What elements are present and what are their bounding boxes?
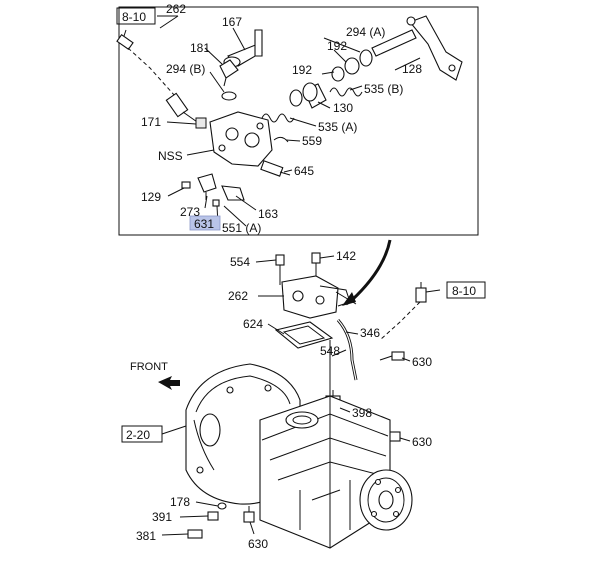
cable-346 — [336, 319, 358, 381]
lever-167 — [223, 29, 263, 68]
bolt-630-a — [379, 351, 405, 361]
lever-181 — [219, 59, 239, 87]
pin-129 — [181, 181, 191, 189]
label-nss[interactable]: NSS — [158, 149, 183, 163]
label-front: FRONT — [130, 361, 168, 373]
front-arrow-icon — [158, 376, 180, 390]
leader-lines-lower — [161, 255, 441, 536]
label-167[interactable]: 167 — [222, 15, 242, 29]
label-181[interactable]: 181 — [190, 41, 210, 55]
label-559[interactable]: 559 — [302, 134, 322, 148]
highlight-631 — [189, 215, 221, 231]
label-381[interactable]: 381 — [136, 529, 156, 543]
clip-559 — [273, 136, 289, 143]
label-535a[interactable]: 535 (A) — [318, 120, 357, 134]
cable-346-inner — [337, 319, 357, 381]
label-554[interactable]: 554 — [230, 255, 250, 269]
bolt-630-c — [243, 506, 255, 523]
detail-inset-frame — [118, 6, 479, 236]
label-171[interactable]: 171 — [141, 115, 161, 129]
gasket-inner — [282, 325, 326, 345]
gasket-624 — [274, 321, 334, 349]
label-ref-8-10-right[interactable]: 8-10 — [452, 284, 476, 298]
label-645[interactable]: 645 — [294, 164, 314, 178]
part-391 — [207, 511, 219, 521]
label-262-inset[interactable]: 262 — [166, 2, 186, 16]
label-ref-8-10-top[interactable]: 8-10 — [122, 10, 146, 24]
shift-shaft-128 — [371, 15, 463, 81]
label-130[interactable]: 130 — [333, 101, 353, 115]
washer-294b — [221, 91, 237, 101]
label-548[interactable]: 548 — [320, 344, 340, 358]
label-391[interactable]: 391 — [152, 510, 172, 524]
connector-plug-right — [379, 282, 427, 341]
ref-box-2-20 — [121, 425, 163, 443]
ring-192a — [344, 57, 360, 75]
part-631 — [212, 199, 220, 207]
wire-top — [127, 47, 176, 97]
label-346[interactable]: 346 — [360, 326, 380, 340]
label-294a[interactable]: 294 (A) — [346, 25, 385, 39]
bolt-554 — [275, 254, 285, 285]
ring-192b — [331, 66, 345, 82]
label-551a[interactable]: 551 (A) — [222, 221, 261, 235]
switch-645 — [260, 160, 291, 177]
label-129[interactable]: 129 — [141, 190, 161, 204]
housing-262-mid — [281, 275, 357, 319]
label-630-a[interactable]: 630 — [412, 355, 432, 369]
ref-box-8-10-top — [116, 7, 156, 25]
rear-flange — [359, 469, 413, 531]
label-192a[interactable]: 192 — [327, 39, 347, 53]
ref-box-8-10-right — [446, 281, 486, 299]
leader-lines-inset — [157, 15, 421, 227]
label-178[interactable]: 178 — [170, 495, 190, 509]
label-294b[interactable]: 294 (B) — [166, 62, 205, 76]
label-630-c[interactable]: 630 — [248, 537, 268, 551]
bolt-381 — [187, 529, 203, 539]
connector-plug-top — [116, 29, 134, 51]
label-624[interactable]: 624 — [243, 317, 263, 331]
sleeve-130 — [289, 82, 327, 109]
label-631[interactable]: 631 — [194, 217, 214, 231]
label-ref-2-20[interactable]: 2-20 — [126, 428, 150, 442]
label-163[interactable]: 163 — [258, 207, 278, 221]
housing-262-inset — [209, 111, 273, 167]
label-128[interactable]: 128 — [402, 62, 422, 76]
label-142[interactable]: 142 — [336, 249, 356, 263]
label-262-mid[interactable]: 262 — [228, 289, 248, 303]
part-273 — [197, 173, 217, 200]
label-535b[interactable]: 535 (B) — [364, 82, 403, 96]
label-192b[interactable]: 192 — [292, 63, 312, 77]
label-273[interactable]: 273 — [180, 205, 200, 219]
plate-163 — [221, 185, 245, 201]
label-398[interactable]: 398 — [352, 406, 372, 420]
spring-535a — [261, 113, 295, 123]
spring-535b — [329, 87, 363, 97]
sensor-171 — [165, 92, 207, 129]
label-630-b[interactable]: 630 — [412, 435, 432, 449]
washer-294a — [359, 49, 373, 67]
transmission-case — [185, 363, 391, 549]
washer-178 — [217, 502, 227, 510]
